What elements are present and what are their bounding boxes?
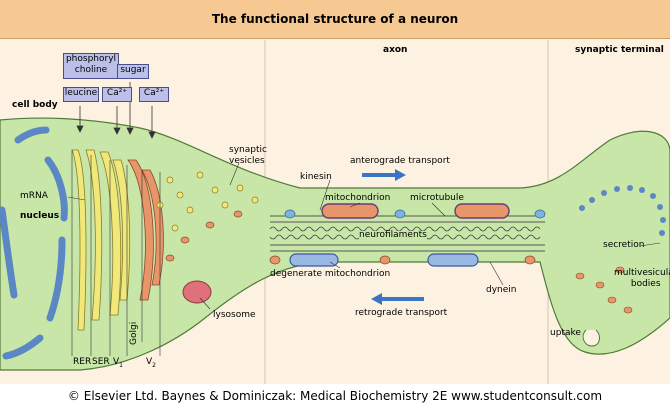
label-v2-subscript: 2	[152, 361, 156, 369]
label-ser: SER	[92, 357, 110, 367]
uptake-pit	[582, 329, 600, 347]
section-axon: axon	[383, 45, 408, 55]
cell-body-orange-vesicles	[165, 210, 243, 262]
phosphorylcholine-box: phosphoryl choline	[63, 53, 119, 79]
neuron-diagram	[0, 40, 670, 384]
label-mrna: mRNA	[20, 191, 48, 201]
calcium-box-2: Ca²⁺	[139, 87, 169, 102]
golgi-apparatus	[127, 159, 164, 301]
label-v2-letter: V	[146, 357, 153, 367]
phosphorylcholine-line-1: phosphoryl	[65, 54, 117, 64]
label-mitochondrion: mitochondrion	[325, 193, 391, 203]
axon-transport-vesicles	[284, 209, 546, 219]
label-microtubule: microtubule	[410, 193, 464, 203]
label-anterograde: anterograde transport	[350, 156, 450, 166]
copyright-credit: © Elsevier Ltd. Baynes & Dominiczak: Med…	[67, 389, 603, 403]
label-synaptic-vesicles-line-2: vesicles	[229, 156, 265, 166]
label-v2: V2	[146, 357, 156, 369]
degenerate-mitochondria	[289, 253, 479, 267]
label-kinesin: kinesin	[300, 172, 332, 182]
label-multivesicular-line-2: bodies	[630, 279, 661, 289]
label-golgi: Golgi	[129, 321, 139, 345]
label-v1: V1	[113, 357, 123, 369]
label-lysosome: lysosome	[213, 310, 256, 320]
nucleus-envelope	[0, 126, 68, 360]
label-multivesicular-line-1: multivesicular	[614, 268, 670, 278]
section-cell-body: cell body	[12, 100, 58, 110]
phosphorylcholine-line-2: choline	[74, 65, 108, 75]
leucine-box: leucine	[63, 87, 99, 102]
axon-orange-cargo	[269, 255, 536, 265]
label-multivesicular-bodies: multivesicular bodies	[614, 268, 670, 290]
label-neurofilaments: neurofilaments	[359, 230, 427, 240]
label-rer: RER	[73, 357, 92, 367]
label-retrograde: retrograde transport	[355, 308, 448, 318]
retrograde-arrow	[371, 293, 424, 305]
label-dynein: dynein	[486, 285, 517, 295]
terminal-orange-bodies	[575, 266, 633, 314]
mitochondria	[321, 203, 510, 219]
label-uptake: uptake	[550, 328, 581, 338]
terminal-vesicles	[579, 185, 666, 236]
leader-lines	[67, 162, 661, 310]
label-degenerate-mitochondrion: degenerate mitochondrion	[270, 269, 391, 279]
organelle-label-lines	[71, 150, 161, 356]
label-nucleus: nucleus	[20, 211, 60, 221]
sugar-box: sugar	[117, 64, 149, 79]
calcium-box-1: Ca²⁺	[102, 87, 132, 102]
label-v1-subscript: 1	[119, 361, 123, 369]
label-synaptic-vesicles: synaptic vesicles	[229, 145, 267, 167]
cell-body-vesicles	[156, 171, 259, 232]
figure-title: The functional structure of a neuron	[211, 12, 459, 26]
section-synaptic-terminal: synaptic terminal	[575, 45, 664, 55]
anterograde-arrow	[362, 169, 406, 181]
rough-er	[71, 149, 103, 331]
label-secretion: secretion	[603, 240, 645, 250]
label-v1-letter: V	[113, 357, 120, 367]
label-synaptic-vesicles-line-1: synaptic	[229, 145, 267, 155]
title-bar	[0, 0, 670, 39]
lysosome-shape	[182, 280, 212, 304]
